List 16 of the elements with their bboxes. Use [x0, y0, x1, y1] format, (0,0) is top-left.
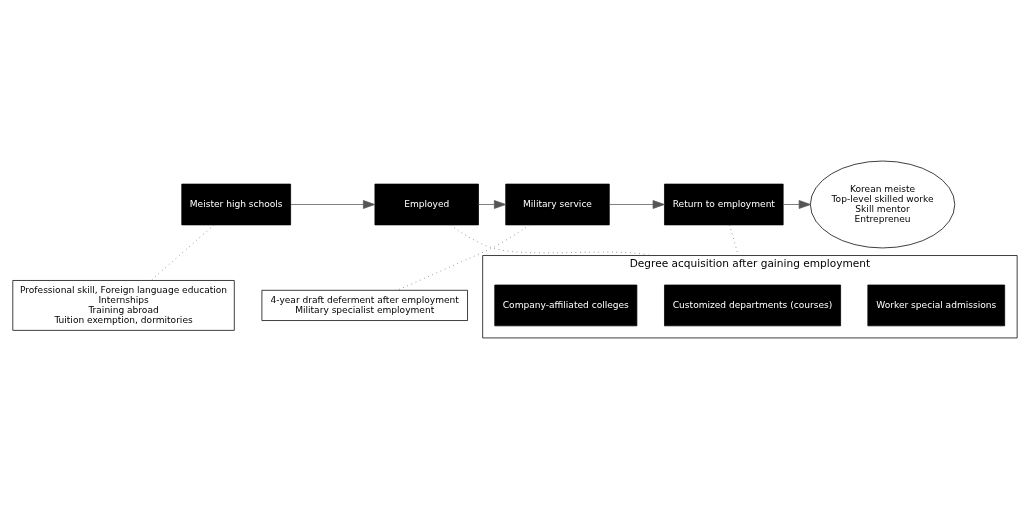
- node-ellipse: Korean meiste Top-level skilled worke Skill mentor Entrepreneu: [810, 160, 956, 249]
- node-box: Military service: [505, 183, 610, 226]
- node-box: Meister high schools: [181, 183, 291, 226]
- node-box: Employed: [374, 183, 479, 226]
- node-box: Return to employment: [664, 183, 784, 226]
- connector: [397, 224, 530, 291]
- node-box: Professional skill, Foreign language education Internships Training abroad Tuition exemption, dormitories: [12, 280, 235, 331]
- node-box: 4-year draft deferment after employment Military specialist employment: [261, 289, 468, 321]
- node-box: Company-affiliated colleges: [494, 284, 638, 327]
- node-box: Customized departments (courses): [664, 284, 841, 327]
- arrow: [783, 200, 811, 209]
- arrow: [478, 200, 507, 209]
- arrow: [609, 200, 665, 209]
- node-box: Worker special admissions: [867, 284, 1006, 327]
- connector: [450, 224, 651, 256]
- arrow: [290, 200, 376, 209]
